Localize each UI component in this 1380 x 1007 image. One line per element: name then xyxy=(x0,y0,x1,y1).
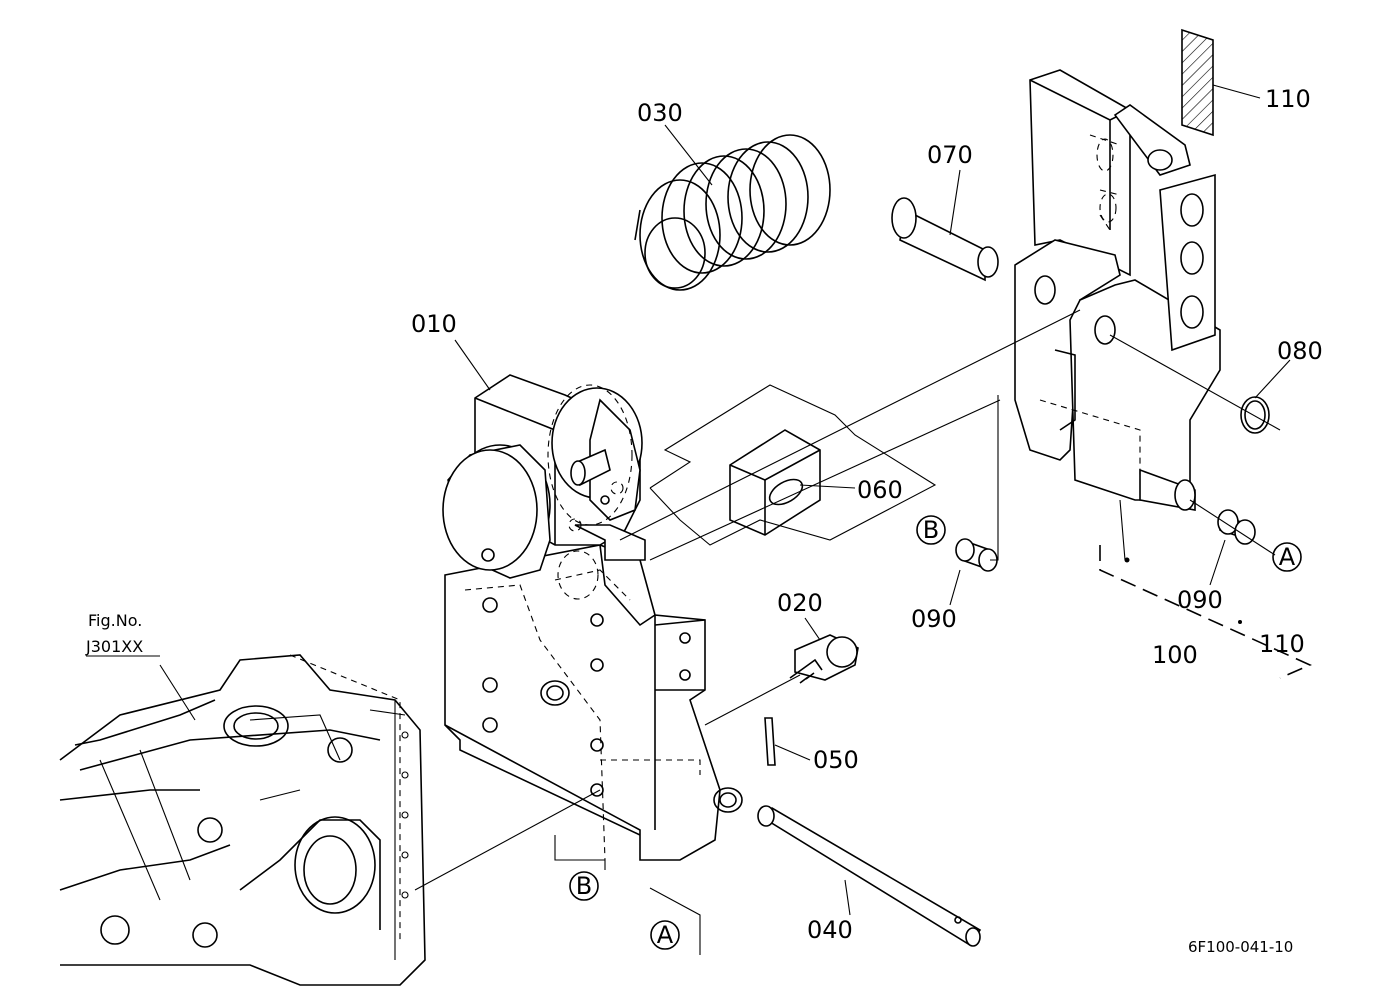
label-010: 010 xyxy=(411,310,457,338)
circlip-axis-line xyxy=(1109,334,1281,431)
lever-axis-line xyxy=(619,309,1081,541)
leader-020 xyxy=(804,617,821,641)
label-030: 030 xyxy=(637,99,683,127)
leader-060 xyxy=(799,484,856,489)
label-100: 100 xyxy=(1152,641,1198,669)
ref-a-circle-bottom: A xyxy=(650,920,680,950)
housing-to-bracket-line xyxy=(414,789,601,891)
leader-100 xyxy=(1119,499,1126,561)
leader-080 xyxy=(1254,359,1291,399)
leader-030 xyxy=(664,124,713,186)
ref-b-frame xyxy=(554,835,606,870)
spring-pin-drawing xyxy=(764,717,776,766)
label-080: 080 xyxy=(1277,337,1323,365)
leader-010 xyxy=(454,339,491,391)
fig-ref-leader xyxy=(159,664,196,721)
label-040: 040 xyxy=(807,916,853,944)
ref-b-top-letter: B xyxy=(923,516,939,544)
bolt-axis-line xyxy=(704,674,801,726)
leader-090-right xyxy=(1209,539,1226,586)
circlip-drawing xyxy=(1240,396,1270,434)
leader-070 xyxy=(949,169,961,236)
drawing-code: 6F100-041-10 xyxy=(1188,938,1293,956)
leader-090-left xyxy=(949,569,961,606)
label-060: 060 xyxy=(857,476,903,504)
label-110-top: 110 xyxy=(1265,85,1311,113)
marker-dot-2 xyxy=(1238,620,1242,624)
ref-a-bottom-letter: A xyxy=(657,921,674,949)
label-050: 050 xyxy=(813,746,859,774)
pin-070-drawing xyxy=(891,197,999,282)
label-110-bottom: 110 xyxy=(1259,630,1305,658)
bolt-drawing xyxy=(789,634,859,684)
bushing-090-left-drawing xyxy=(955,538,998,572)
leader-040 xyxy=(844,879,851,916)
shaft-drawing xyxy=(757,805,982,947)
stopper-block-drawing xyxy=(729,429,821,536)
piston-housing-drawing xyxy=(442,374,646,579)
ref-a-circle-right: A xyxy=(1272,542,1302,572)
label-070: 070 xyxy=(927,141,973,169)
ref-a-frame xyxy=(649,887,701,955)
ref-a-line xyxy=(1189,499,1276,556)
assembly-bracket-dashed xyxy=(1099,545,1312,679)
fig-ref-line2: J301XX xyxy=(85,637,143,656)
spring-drawing xyxy=(634,134,831,291)
leader-110-top xyxy=(1212,84,1261,99)
plate-outline xyxy=(649,384,937,546)
label-020: 020 xyxy=(777,589,823,617)
control-valve-body-drawing xyxy=(444,544,743,861)
ref-b-circle-top: B xyxy=(916,515,946,545)
lever-assembly-drawing xyxy=(1014,28,1221,511)
transmission-housing-drawing xyxy=(59,654,426,986)
fig-ref-line1: Fig.No. xyxy=(88,611,142,630)
ref-a-right-letter: A xyxy=(1279,543,1296,571)
marker-dot-1 xyxy=(1124,557,1130,563)
leader-050 xyxy=(774,744,811,761)
bushing-axis-line xyxy=(990,395,999,561)
label-090-right: 090 xyxy=(1177,586,1223,614)
ref-b-circle-bottom: B xyxy=(569,871,599,901)
label-090-left: 090 xyxy=(911,605,957,633)
ref-b-bottom-letter: B xyxy=(576,872,592,900)
lever-axis-line-2 xyxy=(649,399,1001,561)
